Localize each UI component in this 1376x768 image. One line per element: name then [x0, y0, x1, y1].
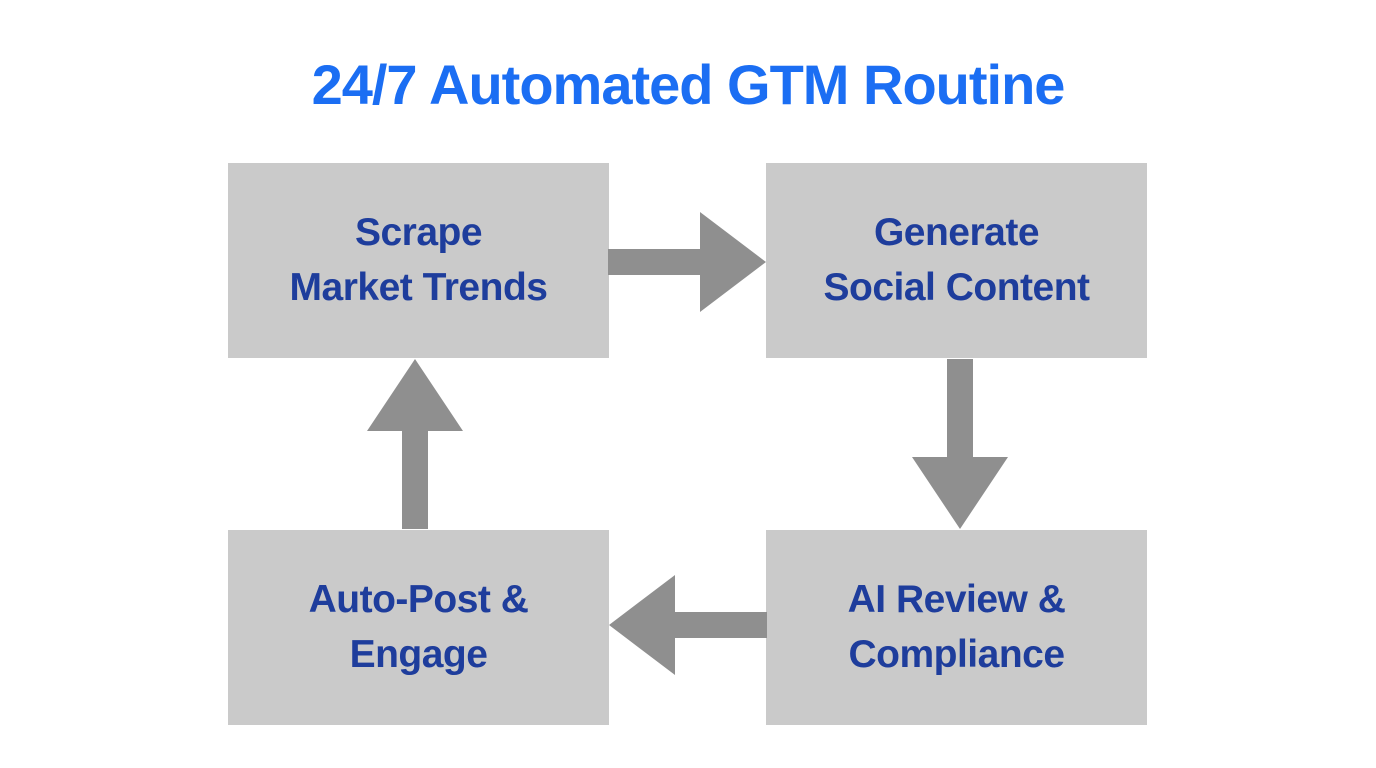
node-ai-review-compliance: AI Review & Compliance [766, 530, 1147, 725]
arrow-down-shape [912, 359, 1008, 529]
node-generate-social-content: Generate Social Content [766, 163, 1147, 358]
arrow-right-shape [608, 212, 766, 312]
arrow-up-shape [367, 359, 463, 529]
arrow-down-icon [912, 359, 1008, 529]
node-label-line: AI Review & [847, 577, 1066, 621]
node-label-line: Compliance [848, 632, 1065, 676]
node-label-line: Engage [349, 632, 488, 676]
arrow-left-icon [609, 575, 767, 675]
node-label-line: Generate [873, 210, 1040, 254]
node-auto-post-engage: Auto-Post & Engage [228, 530, 609, 725]
node-scrape-market-trends: Scrape Market Trends [228, 163, 609, 358]
node-label-line: Social Content [823, 265, 1090, 309]
node-label-line: Scrape [354, 210, 483, 254]
diagram-title: 24/7 Automated GTM Routine [311, 53, 1066, 116]
arrow-right-icon [608, 212, 766, 312]
node-label-line: Market Trends [289, 265, 548, 309]
arrow-up-icon [367, 359, 463, 529]
node-label-line: Auto-Post & [308, 577, 529, 621]
arrow-left-shape [609, 575, 767, 675]
